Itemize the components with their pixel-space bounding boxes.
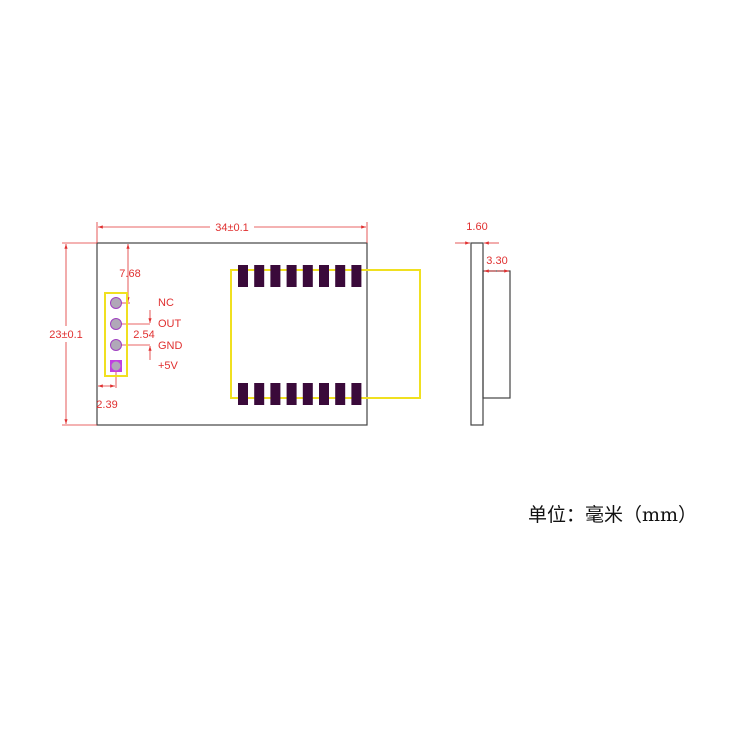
height-dimension: [62, 242, 97, 426]
edge-offset-dimension: [98, 370, 117, 388]
header-silkscreen: [104, 292, 128, 377]
module-thickness-label: 3.30: [486, 255, 507, 267]
pad-bottom-6: [319, 383, 329, 405]
pin-label-gnd: GND: [158, 340, 183, 352]
pad-top-6: [319, 265, 329, 287]
pin-label-5v: +5V: [158, 360, 179, 372]
side-board: [470, 242, 484, 426]
pin-gnd: [110, 339, 122, 351]
pad-bottom-2: [254, 383, 265, 405]
pad-top-5: [302, 265, 313, 287]
pad-top-1: [238, 265, 248, 287]
pin-nc: [110, 297, 122, 309]
pad-bottom-3: [270, 383, 281, 405]
pad-bottom-5: [302, 383, 313, 405]
pin-label-out: OUT: [158, 318, 182, 330]
board-outline: [96, 242, 368, 426]
pad-top-7: [335, 265, 346, 287]
pad-top-8: [351, 265, 362, 287]
pin-5v: [111, 361, 121, 371]
pad-bottom-7: [335, 383, 346, 405]
pad-top-4: [286, 265, 297, 287]
pad-top-3: [270, 265, 281, 287]
header-offset-label: 7.68: [119, 268, 140, 280]
module-silkscreen: [230, 269, 421, 399]
side-module: [482, 270, 511, 399]
pad-top-2: [254, 265, 265, 287]
width-dimension: [96, 222, 368, 243]
pin-pitch-label: 2.54: [133, 329, 154, 341]
pad-bottom-4: [286, 383, 297, 405]
height-dim-label: 23±0.1: [49, 329, 83, 341]
pad-bottom-8: [351, 383, 362, 405]
module-pads: [238, 265, 362, 405]
pin-out: [110, 318, 122, 330]
board-thickness-label: 1.60: [466, 221, 487, 233]
pad-bottom-1: [238, 383, 248, 405]
unit-note: 单位：毫米（mm）: [528, 504, 698, 526]
width-dim-label: 34±0.1: [215, 222, 249, 234]
pin-label-nc: NC: [158, 297, 174, 309]
edge-offset-label: 2.39: [96, 399, 117, 411]
